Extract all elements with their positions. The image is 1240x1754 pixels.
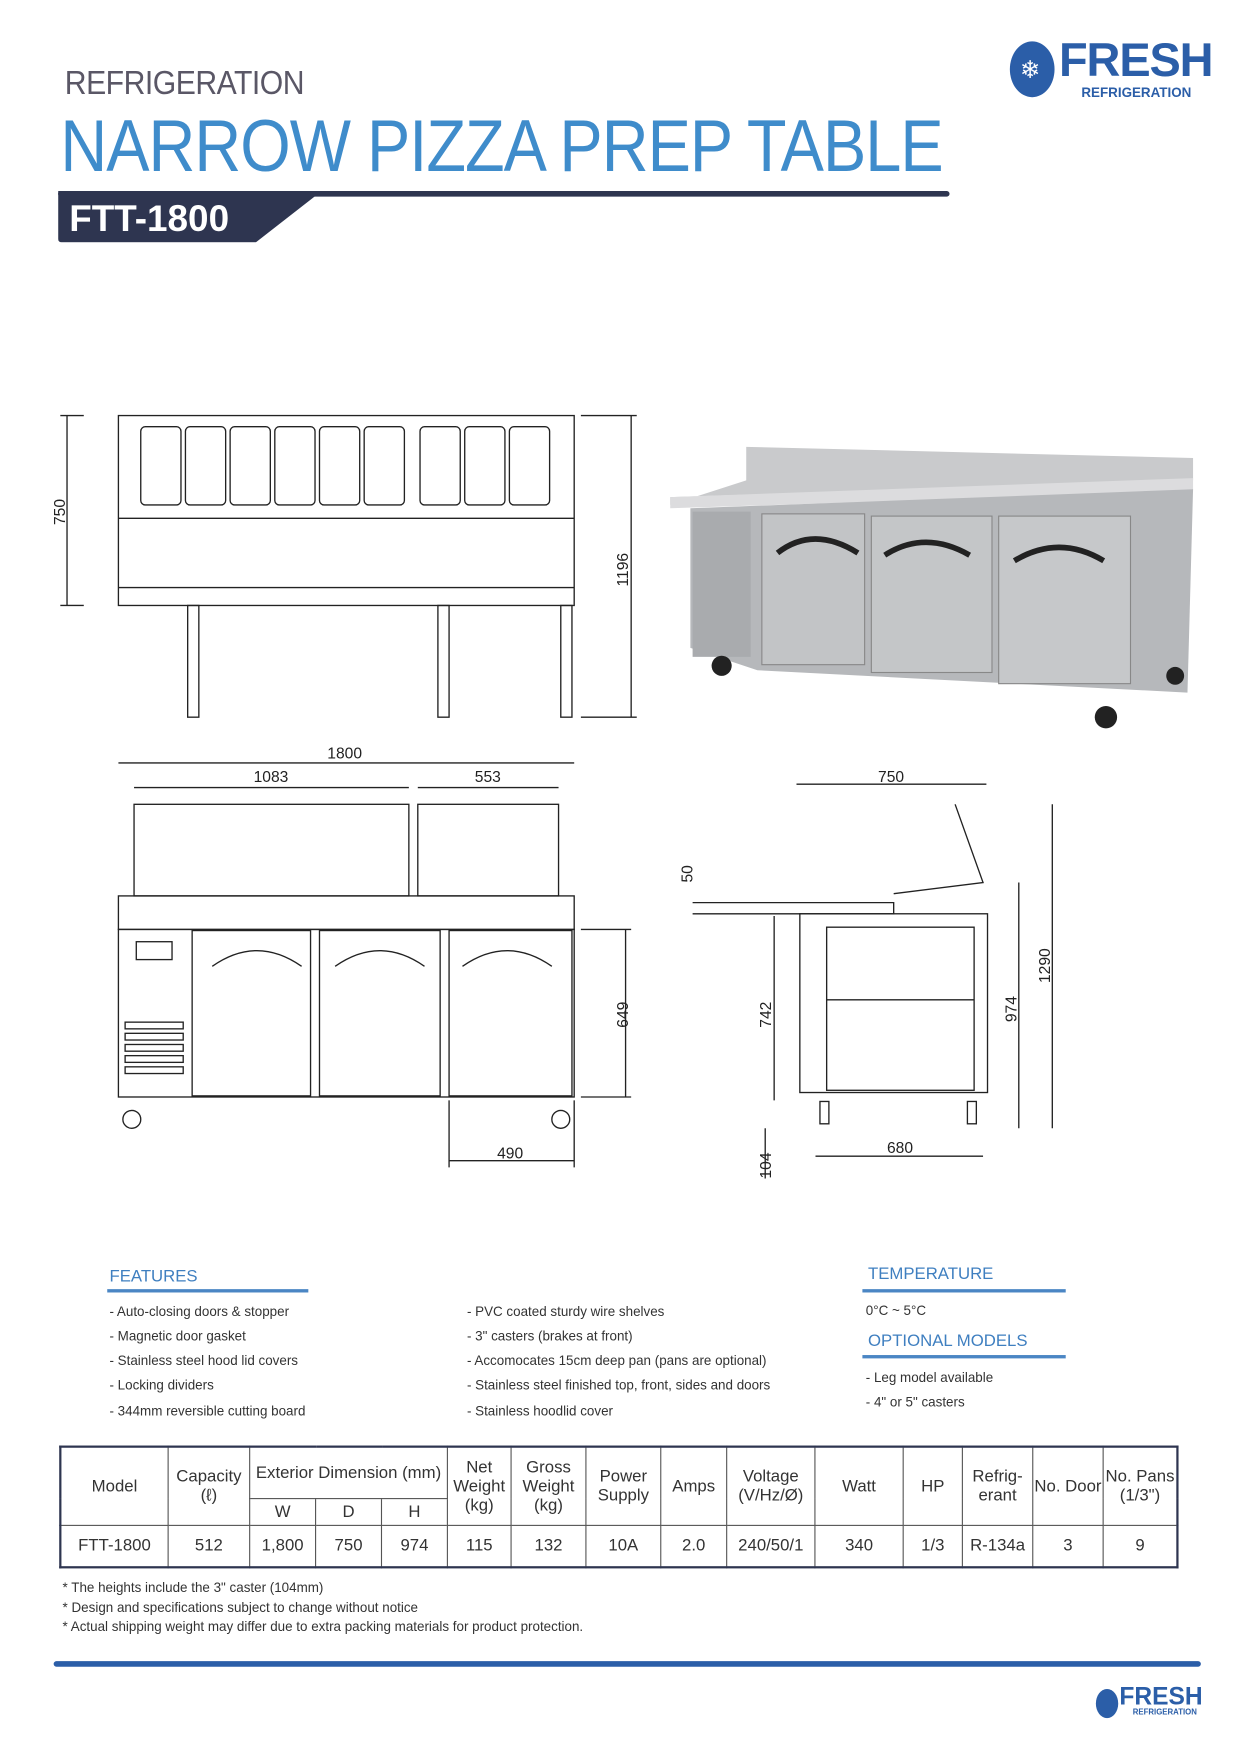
dim-750-side: 750 <box>878 769 904 786</box>
footer-logo-brand: FRESH <box>1119 1682 1203 1711</box>
th-power: Power Supply <box>585 1446 662 1526</box>
features-underline <box>107 1289 309 1293</box>
feature-item: - PVC coated sturdy wire shelves <box>466 1303 665 1320</box>
top-view-drawing: 750 1196 <box>52 414 637 718</box>
cell-w: 1,800 <box>249 1524 317 1568</box>
side-view-drawing: 750 50 742 974 1290 680 104 <box>680 769 1054 1179</box>
model-badge: FTT-1800 <box>58 191 322 243</box>
note: * Design and specifications subject to c… <box>62 1599 419 1615</box>
th-d: D <box>315 1497 383 1526</box>
pan <box>419 426 461 506</box>
th-watt: Watt <box>814 1446 904 1526</box>
dim-50: 50 <box>680 865 697 883</box>
brand-logo: ❄ FRESH REFRIGERATION <box>1008 34 1214 105</box>
th-gross-weight: Gross Weight (kg) <box>510 1446 587 1526</box>
model-number: FTT-1800 <box>69 197 230 240</box>
footer-line <box>53 1661 1201 1667</box>
cell-refrigerant: R-134a <box>961 1524 1034 1568</box>
dim-649: 649 <box>615 1002 632 1028</box>
dim-490: 490 <box>497 1145 523 1162</box>
pan <box>318 426 361 506</box>
product-photo <box>668 436 1195 740</box>
feature-item: - Magnetic door gasket <box>109 1328 246 1344</box>
note: * The heights include the 3" caster (104… <box>62 1579 324 1596</box>
cell-model: FTT-1800 <box>59 1524 169 1568</box>
feature-item: - 3" casters (brakes at front) <box>466 1328 633 1344</box>
pan <box>363 426 406 506</box>
optional-item: - 4" or 5" casters <box>865 1394 965 1410</box>
temperature-heading: TEMPERATURE <box>867 1264 994 1284</box>
dim-742: 742 <box>758 1002 775 1028</box>
cell-door: 3 <box>1032 1524 1104 1568</box>
th-voltage: Voltage (V/Hz/Ø) <box>726 1446 816 1526</box>
th-net-weight: Net Weight (kg) <box>446 1446 512 1526</box>
dim-680: 680 <box>887 1140 913 1157</box>
table-row: FTT-1800 512 1,800 750 974 115 132 10A 2… <box>59 1524 1178 1568</box>
th-capacity: Capacity (ℓ) <box>167 1446 251 1526</box>
snowflake-logo-icon: ❄ <box>1009 41 1055 98</box>
dim-1290: 1290 <box>1037 948 1054 983</box>
optional-item: - Leg model available <box>865 1369 994 1386</box>
temperature-underline <box>862 1289 1066 1293</box>
dim-1800: 1800 <box>327 746 362 763</box>
cell-d: 750 <box>315 1524 383 1568</box>
category-label: REFRIGERATION <box>64 64 305 102</box>
th-h: H <box>380 1497 448 1526</box>
th-model: Model <box>59 1446 169 1526</box>
pan <box>229 426 272 506</box>
spec-table: Model Capacity (ℓ) Exterior Dimension (m… <box>59 1445 1179 1569</box>
cell-watt: 340 <box>814 1524 904 1568</box>
page-title: NARROW PIZZA PREP TABLE <box>60 103 943 187</box>
logo-brand: FRESH <box>1059 33 1214 87</box>
pan <box>274 426 316 506</box>
th-w: W <box>249 1497 317 1526</box>
dim-974: 974 <box>1004 996 1021 1022</box>
dim-553: 553 <box>475 769 501 786</box>
th-refrigerant: Refrig- erant <box>961 1446 1034 1526</box>
th-hp: HP <box>902 1446 963 1526</box>
feature-item: - 344mm reversible cutting board <box>109 1403 306 1419</box>
feature-item: - Stainless hoodlid cover <box>466 1403 613 1419</box>
feature-item: - Stainless steel hood lid covers <box>109 1352 298 1369</box>
cell-hp: 1/3 <box>902 1524 963 1568</box>
th-amps: Amps <box>660 1446 728 1526</box>
cell-power: 10A <box>585 1524 662 1568</box>
features-heading: FEATURES <box>109 1266 198 1286</box>
cell-voltage: 240/50/1 <box>726 1524 816 1568</box>
feature-item: - Locking dividers <box>109 1377 214 1394</box>
dim-1083: 1083 <box>254 769 289 786</box>
optional-heading: OPTIONAL MODELS <box>867 1331 1028 1351</box>
footer-logo-sub: REFRIGERATION <box>1132 1709 1197 1717</box>
footnotes: * The heights include the 3" caster (104… <box>63 1578 584 1637</box>
feature-item: - Auto-closing doors & stopper <box>109 1303 290 1320</box>
title-underline <box>58 191 950 197</box>
dim-1196: 1196 <box>615 553 632 587</box>
cell-net: 115 <box>446 1524 512 1568</box>
pan <box>508 426 551 506</box>
cell-pans: 9 <box>1102 1524 1178 1568</box>
th-exterior: Exterior Dimension (mm) <box>249 1446 448 1499</box>
svg-text:❄: ❄ <box>1020 57 1041 84</box>
dim-750: 750 <box>52 499 69 525</box>
note: * Actual shipping weight may differ due … <box>62 1618 584 1635</box>
cell-amps: 2.0 <box>660 1524 728 1568</box>
cell-h: 974 <box>380 1524 448 1568</box>
temperature-value: 0°C ~ 5°C <box>865 1302 927 1319</box>
feature-item: - Accomocates 15cm deep pan (pans are op… <box>466 1352 767 1369</box>
optional-underline <box>862 1355 1066 1359</box>
cell-capacity: 512 <box>167 1524 251 1568</box>
pan <box>464 426 506 506</box>
cell-gross: 132 <box>510 1524 587 1568</box>
dim-104: 104 <box>758 1152 775 1178</box>
front-view-drawing: 1800 1083 553 649 490 <box>117 746 632 1168</box>
th-pans: No. Pans (1/3") <box>1102 1446 1178 1526</box>
feature-item: - Stainless steel finished top, front, s… <box>466 1377 771 1394</box>
th-door: No. Door <box>1032 1446 1104 1526</box>
footer-logo: FRESH REFRIGERATION <box>1095 1682 1207 1723</box>
logo-sub: REFRIGERATION <box>1081 84 1192 101</box>
pan <box>140 426 182 506</box>
pan <box>184 426 227 506</box>
snowflake-logo-icon <box>1095 1689 1119 1719</box>
